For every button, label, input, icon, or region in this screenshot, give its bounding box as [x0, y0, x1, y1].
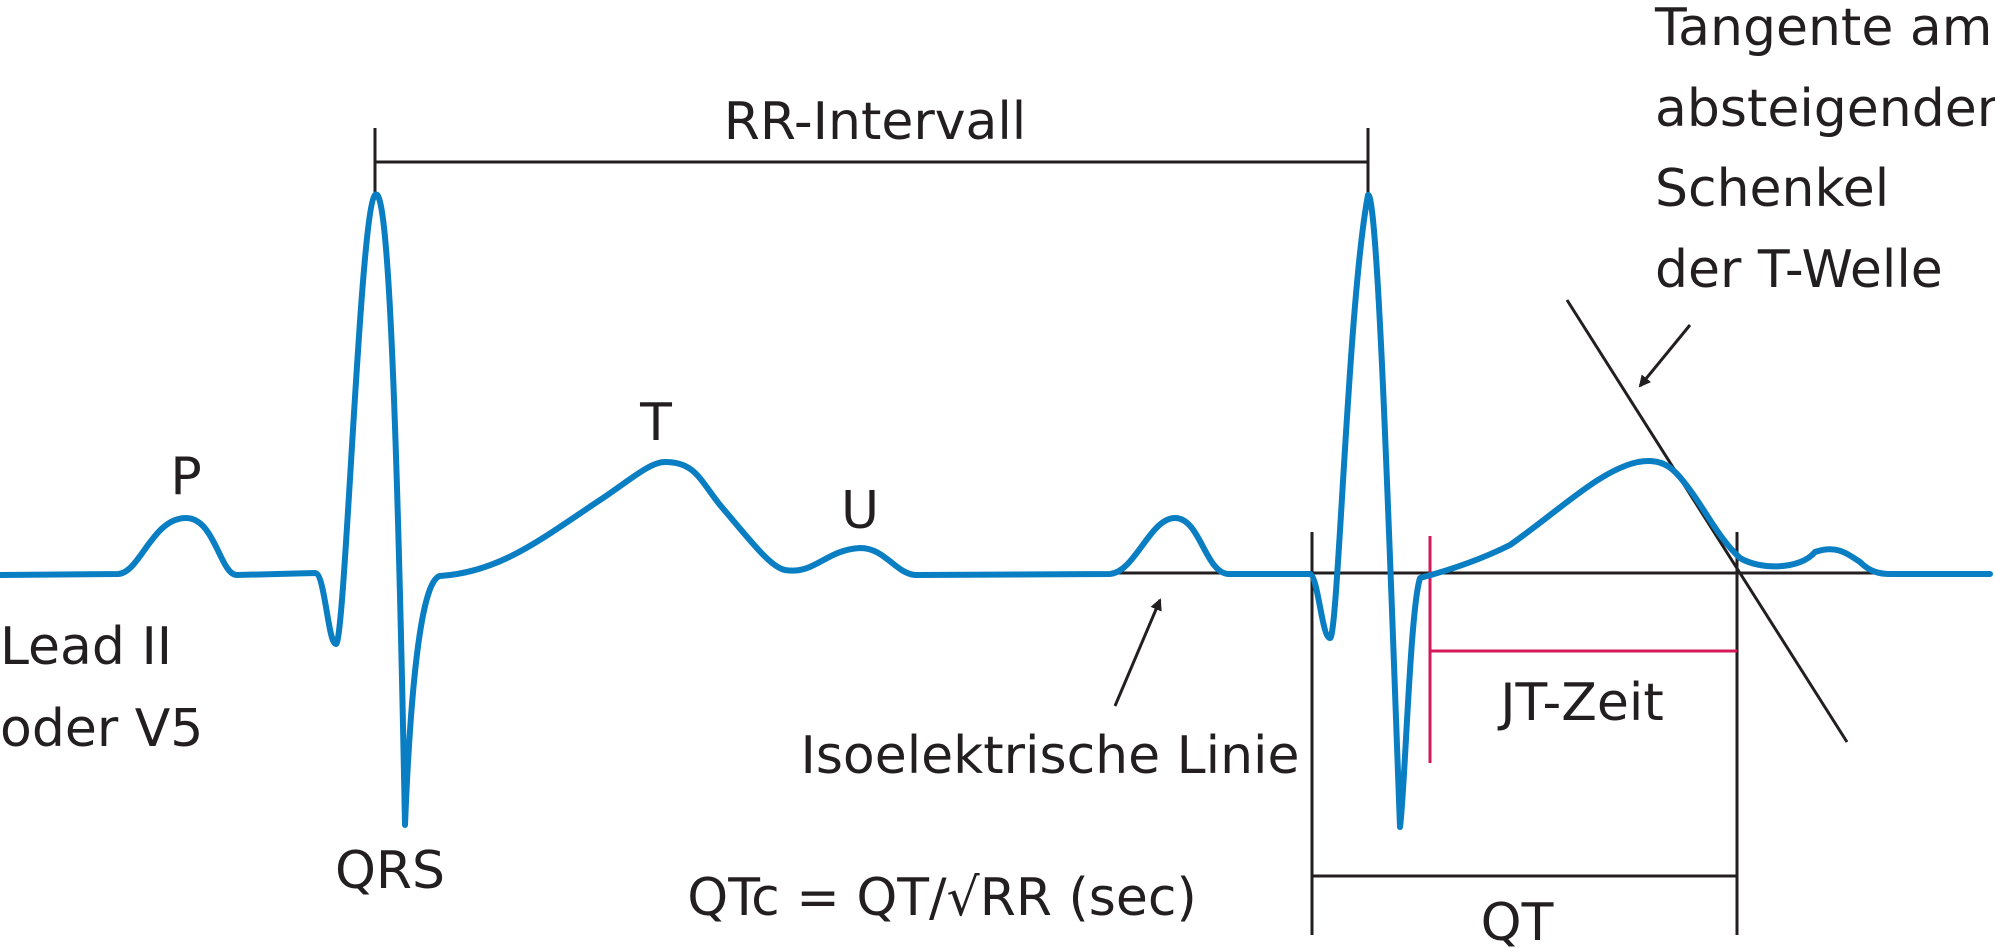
p-wave-label: P: [170, 447, 201, 507]
lead-label-line1: Lead II: [0, 617, 172, 677]
tangent-arrow: [1638, 324, 1692, 388]
isoelectric-line-label: Isoelektrische Linie: [801, 726, 1300, 786]
tangent-label-line2: absteigenden: [1655, 79, 1995, 139]
t-wave-tangent-line: [1565, 299, 1849, 743]
rr-interval-label: RR-Intervall: [724, 92, 1027, 152]
lead-label-line2: oder V5: [0, 699, 203, 759]
tangent-label-line4: der T-Welle: [1655, 240, 1943, 300]
qrs-label: QRS: [335, 841, 445, 901]
u-wave-label: U: [841, 481, 879, 541]
qt-interval-bracket: [1310, 532, 1739, 935]
t-wave-label: T: [639, 393, 672, 453]
isoelectric-arrow: [1113, 598, 1162, 707]
ecg-trace: [0, 191, 1993, 830]
jt-time-label: JT-Zeit: [1497, 673, 1664, 733]
qt-label: QT: [1481, 893, 1554, 948]
tangent-label-line1: Tangente am: [1654, 0, 1992, 58]
rr-interval-bracket: [373, 128, 1370, 198]
tangent-label-line3: Schenkel: [1655, 159, 1889, 219]
qtc-formula: QTc = QT/√RR (sec): [687, 868, 1196, 928]
